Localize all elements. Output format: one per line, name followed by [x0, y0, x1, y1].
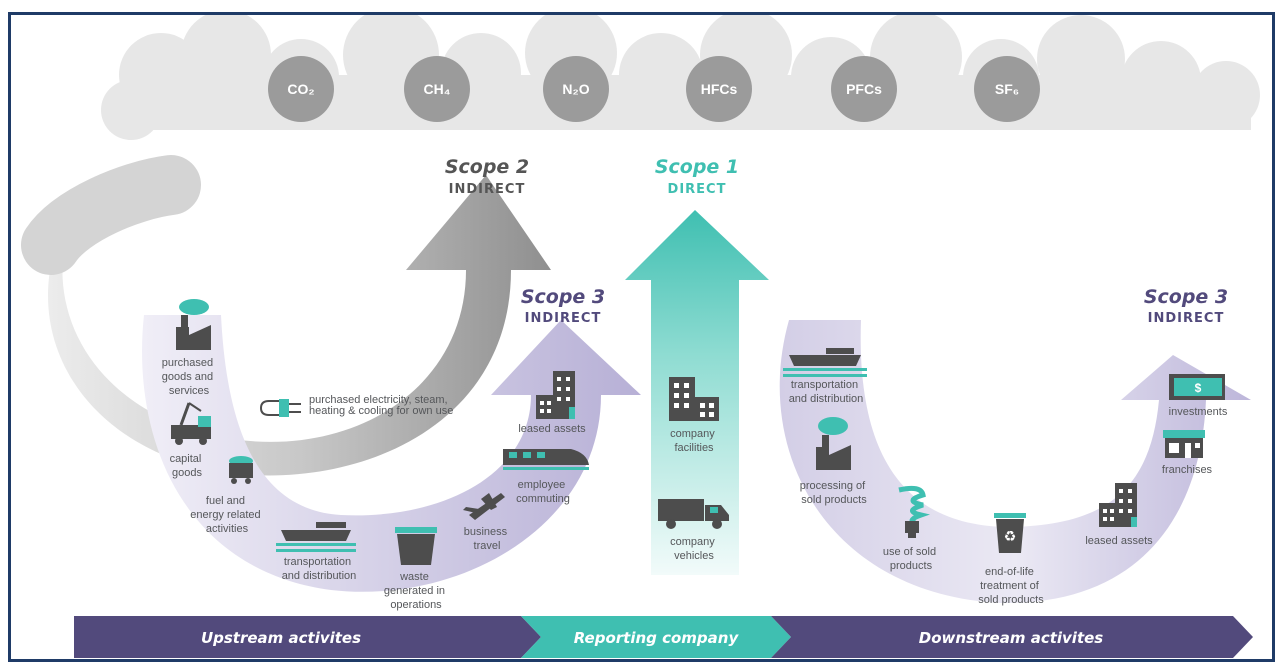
- svg-text:INDIRECT: INDIRECT: [1148, 311, 1225, 326]
- scope3-upstream-arrow: [142, 315, 642, 592]
- svg-text:N₂O: N₂O: [562, 81, 589, 97]
- svg-text:$: $: [1195, 381, 1202, 395]
- gas-co2: CO₂: [268, 56, 334, 122]
- svg-text:INDIRECT: INDIRECT: [525, 311, 602, 326]
- svg-text:SF₆: SF₆: [995, 81, 1019, 97]
- scope2-item-label: purchased electricity, steam, heating & …: [309, 394, 453, 417]
- gas-pfcs: PFCs: [831, 56, 897, 122]
- svg-text:Scope 2: Scope 2: [445, 156, 529, 178]
- factory-icon: [176, 299, 211, 350]
- purchased-goods-label: purchased goods and services: [162, 357, 216, 397]
- airplane-icon: [463, 493, 505, 520]
- investments-label: investments: [1169, 406, 1228, 418]
- downstream-building-icon: [1099, 483, 1137, 527]
- waste-label: waste generated in operations: [384, 571, 448, 611]
- upstream-leased-assets-label: leased assets: [518, 423, 586, 435]
- lightbulb-icon: [898, 485, 930, 538]
- gas-bubbles: CO₂ CH₄ N₂O HFCs PFCs SF₆: [268, 56, 1040, 122]
- building-icon: [536, 371, 575, 419]
- processing-label: processing of sold products: [800, 480, 869, 506]
- downstream-transport-label: transportation and distribution: [789, 379, 864, 405]
- activity-band: Upstream activites Reporting company Dow…: [74, 616, 1253, 658]
- ship-icon: [276, 522, 356, 552]
- svg-text:Scope 1: Scope 1: [655, 156, 739, 178]
- downstream-band: [771, 616, 1253, 658]
- company-vehicles-label: company vehicles: [670, 536, 718, 562]
- train-icon: [503, 449, 589, 470]
- dumpster-icon: [395, 527, 437, 565]
- truck-icon: [658, 499, 729, 529]
- upstream-band-label: Upstream activites: [201, 629, 361, 647]
- end-of-life-label: end-of-life treatment of sold products: [978, 566, 1044, 606]
- reporting-band: [521, 616, 791, 658]
- franchises-label: franchises: [1162, 464, 1213, 476]
- business-travel-label: business travel: [464, 526, 510, 552]
- scope2-arrow: [48, 175, 551, 476]
- upstream-transport-label: transportation and distribution: [282, 556, 357, 582]
- scope1-heading: Scope 1 DIRECT: [655, 156, 739, 197]
- use-of-products-label: use of sold products: [883, 546, 939, 572]
- plug-icon: [259, 399, 301, 417]
- gas-sf6: SF₆: [974, 56, 1040, 122]
- ghg-scopes-diagram: CO₂ CH₄ N₂O HFCs PFCs SF₆ Scope 2 INDIRE…: [21, 15, 1260, 658]
- crane-truck-icon: [171, 402, 211, 445]
- fuel-energy-label: fuel and energy related activities: [190, 495, 263, 535]
- storefront-icon: [1163, 430, 1205, 458]
- scope3-downstream-heading: Scope 3 INDIRECT: [1144, 286, 1228, 326]
- processing-factory-icon: [816, 417, 851, 470]
- svg-text:Scope 3: Scope 3: [521, 286, 605, 308]
- svg-text:CO₂: CO₂: [287, 81, 314, 97]
- svg-text:Scope 3: Scope 3: [1144, 286, 1228, 308]
- company-facilities-label: company facilities: [670, 428, 718, 454]
- svg-text:DIRECT: DIRECT: [668, 182, 727, 197]
- capital-goods-label: capital goods: [170, 453, 205, 479]
- employee-commuting-label: employee commuting: [516, 479, 570, 505]
- downstream-band-label: Downstream activites: [919, 629, 1104, 647]
- scope1-arrow: [625, 210, 769, 575]
- svg-text:HFCs: HFCs: [701, 81, 738, 97]
- money-icon: $: [1169, 374, 1225, 400]
- gas-ch4: CH₄: [404, 56, 470, 122]
- scope3-upstream-heading: Scope 3 INDIRECT: [521, 286, 605, 326]
- company-building-icon: [669, 377, 719, 421]
- scope2-heading: Scope 2 INDIRECT: [445, 156, 529, 197]
- upstream-band: [74, 616, 541, 658]
- diagram-frame: CO₂ CH₄ N₂O HFCs PFCs SF₆ Scope 2 INDIRE…: [8, 12, 1275, 662]
- scope3-downstream-arrow: [779, 320, 1251, 604]
- gas-hfcs: HFCs: [686, 56, 752, 122]
- svg-text:♻: ♻: [1004, 529, 1017, 545]
- svg-text:INDIRECT: INDIRECT: [449, 182, 526, 197]
- svg-text:CH₄: CH₄: [424, 81, 451, 97]
- coal-cart-icon: [229, 456, 253, 484]
- recycle-bin-icon: ♻: [994, 513, 1026, 553]
- svg-text:PFCs: PFCs: [846, 81, 882, 97]
- gas-n2o: N₂O: [543, 56, 609, 122]
- reporting-band-label: Reporting company: [574, 629, 740, 647]
- downstream-ship-icon: [783, 348, 867, 377]
- downstream-leased-assets-label: leased assets: [1085, 535, 1153, 547]
